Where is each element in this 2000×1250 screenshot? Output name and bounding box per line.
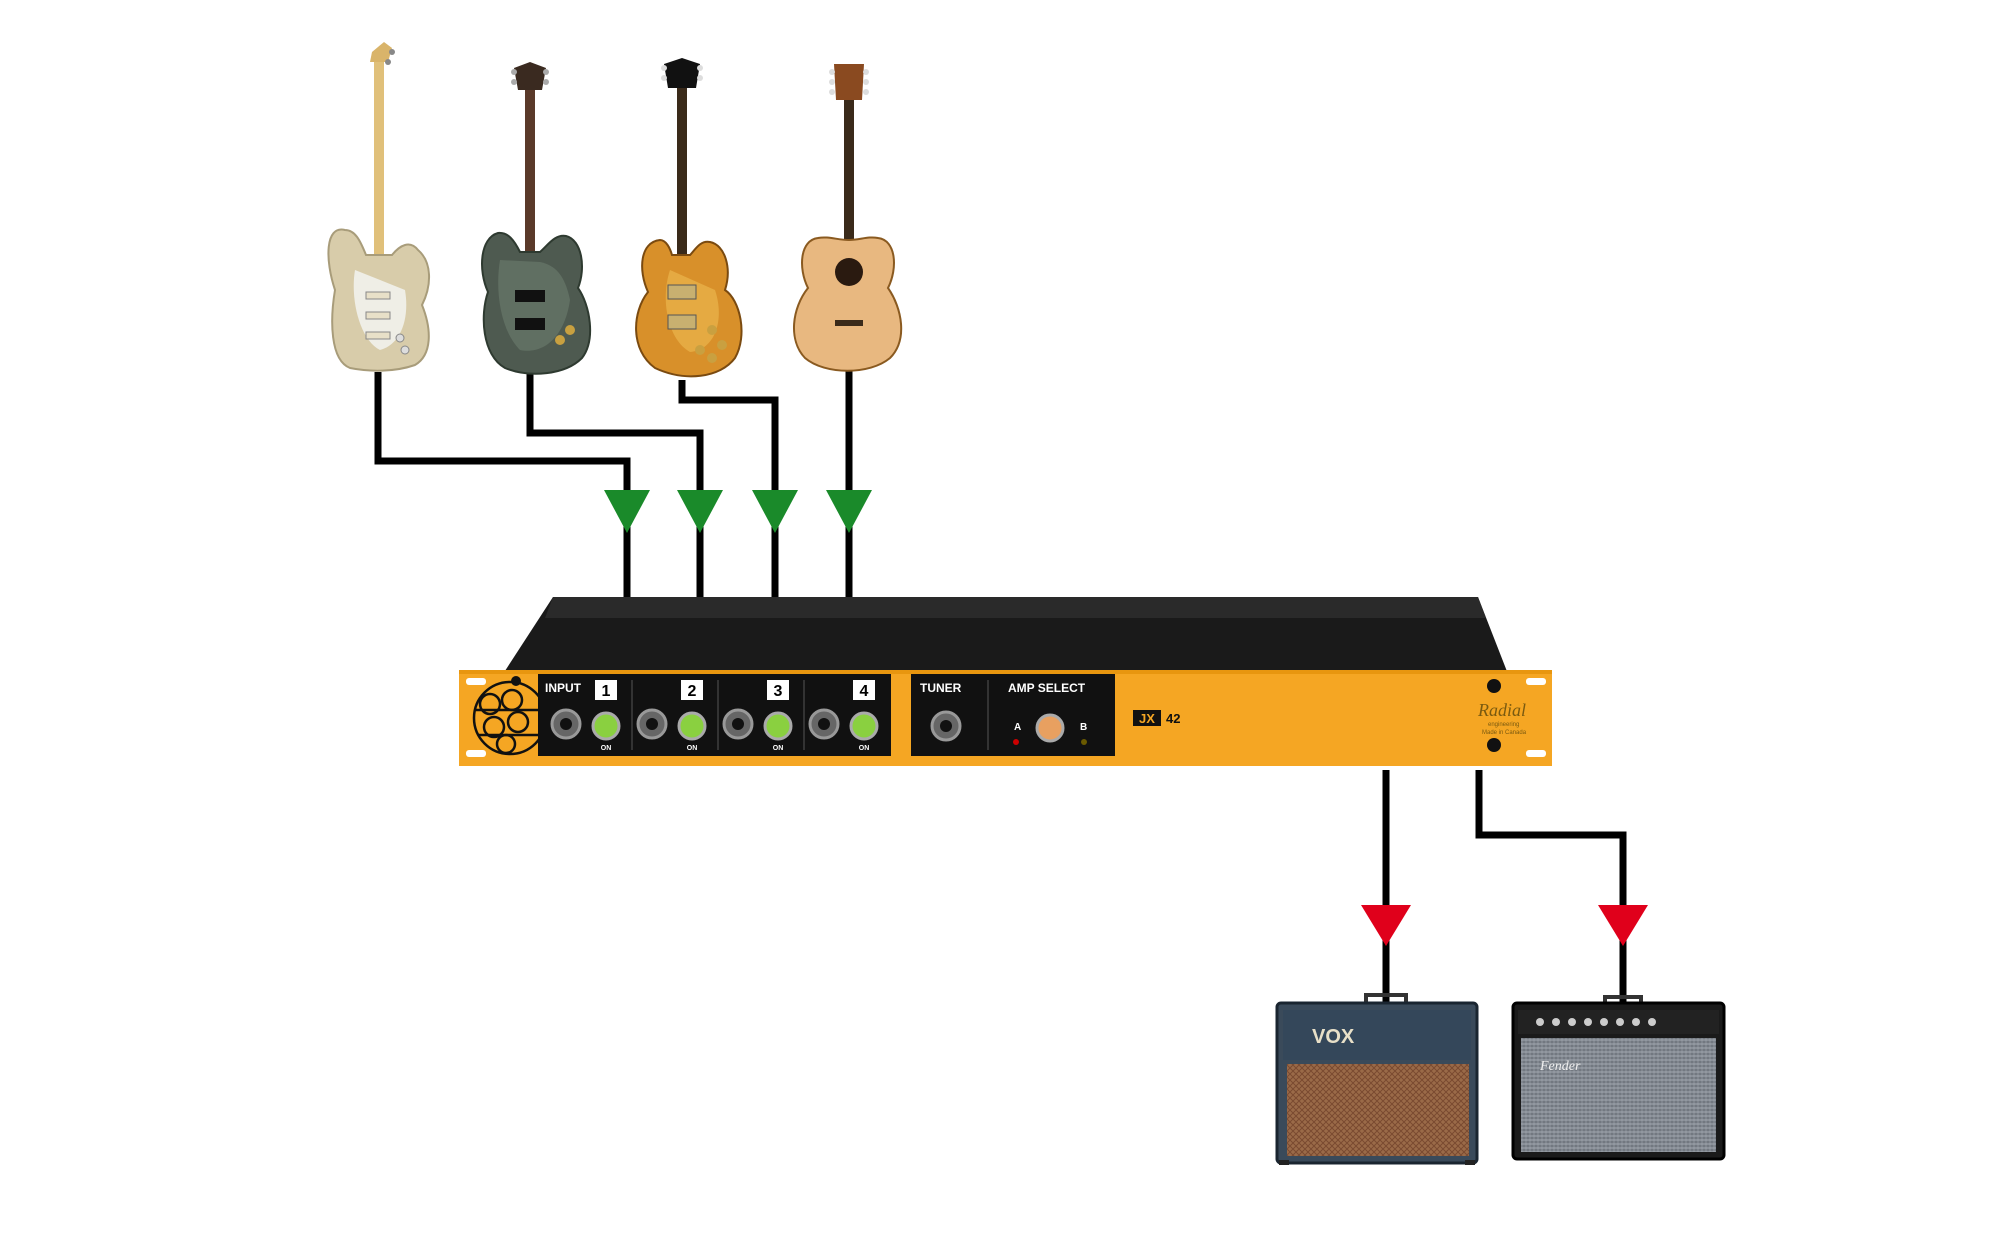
on-switch-3[interactable]	[763, 711, 793, 741]
fender-amp-icon: Fender	[1511, 995, 1726, 1161]
cable-guitar-1	[374, 372, 631, 505]
model-number: 42	[1166, 711, 1180, 726]
output-arrows	[1361, 905, 1648, 946]
channel-2: 2 ON	[636, 680, 707, 752]
vox-logo: VOX	[1312, 1026, 1355, 1048]
channel-4-number: 4	[860, 683, 869, 700]
input-arrow-1	[604, 490, 650, 533]
channel-1: 1 ON	[550, 680, 621, 752]
input-section	[538, 674, 891, 756]
les-paul-guitar-icon	[635, 58, 743, 378]
cable-guitar-3	[678, 380, 779, 505]
input-arrow-2	[677, 490, 723, 533]
amp-a-led	[1013, 739, 1019, 745]
on-label-3: ON	[773, 745, 784, 752]
input-label: INPUT	[545, 681, 582, 695]
model-badge: JX	[1139, 711, 1155, 726]
on-switch-4[interactable]	[849, 711, 879, 741]
input-arrow-3	[752, 490, 798, 533]
amp-b-label: B	[1080, 722, 1087, 733]
on-label-4: ON	[859, 745, 870, 752]
amp-b-led	[1081, 739, 1087, 745]
amp-a-label: A	[1014, 722, 1021, 733]
output-cables	[1382, 770, 1627, 1003]
on-switch-1[interactable]	[591, 711, 621, 741]
channel-4: 4 ON	[808, 680, 879, 752]
screw-top	[1487, 679, 1501, 693]
input-arrow-4	[826, 490, 872, 533]
channel-2-number: 2	[688, 683, 697, 700]
prs-guitar-icon	[481, 62, 592, 375]
amp-select-switch[interactable]	[1035, 713, 1065, 743]
channel-3-number: 3	[774, 683, 783, 700]
brand-logo: Radial	[1477, 700, 1526, 720]
output-arrow-a	[1361, 905, 1411, 946]
acoustic-guitar-icon	[793, 64, 903, 372]
on-label-2: ON	[687, 745, 698, 752]
cable-guitar-2	[526, 372, 704, 505]
made-in-text: Made in Canada	[1482, 730, 1527, 736]
stratocaster-guitar-icon	[327, 42, 430, 372]
fender-logo: Fender	[1539, 1059, 1581, 1074]
input-cables	[374, 368, 853, 598]
output-arrow-b	[1598, 905, 1648, 946]
on-switch-2[interactable]	[677, 711, 707, 741]
brand-sub: engineering	[1488, 722, 1519, 728]
on-label-1: ON	[601, 745, 612, 752]
jx42-device: INPUT 1 ON 2 ON 3 ON	[459, 597, 1552, 766]
channel-1-number: 1	[602, 683, 611, 700]
cable-out-b	[1475, 770, 1627, 915]
screw-bottom	[1487, 738, 1501, 752]
channel-3: 3 ON	[722, 680, 793, 752]
input-arrows	[604, 490, 872, 533]
vox-amp-icon: VOX	[1275, 993, 1479, 1165]
amp-select-label: AMP SELECT	[1008, 681, 1086, 695]
tuner-label: TUNER	[920, 681, 962, 695]
